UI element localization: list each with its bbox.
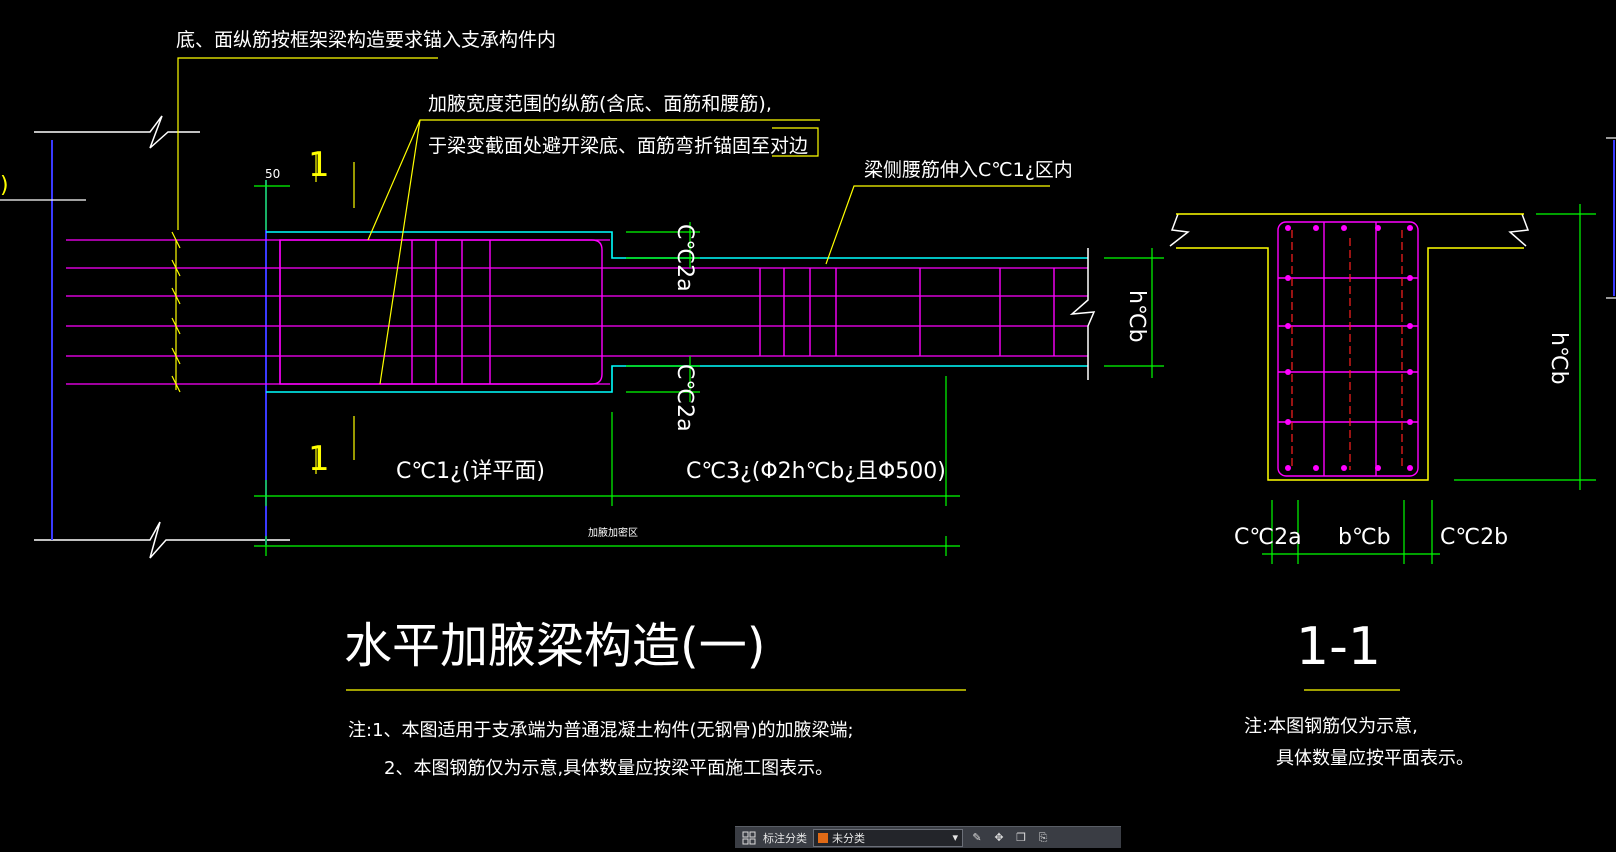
dim-c3: C℃3¿(Φ2h℃b¿且Φ500) [686, 459, 946, 484]
section-stirrups [1277, 221, 1419, 477]
section-mark-top: 1 [308, 145, 330, 185]
section-dim-c2b: C℃2b [1440, 525, 1508, 550]
annotation-haunch-line2: 于梁变截面处避开梁底、面筋弯折锚固至对边 [428, 135, 808, 157]
section-title: 1-1 [1296, 617, 1381, 677]
beam-stirrup-cage [759, 268, 1055, 356]
section-mark-bottom: 1 [308, 439, 330, 479]
support-column [34, 115, 290, 559]
note-line2: 2、本图钢筋仅为示意,具体数量应按梁平面施工图表示。 [384, 758, 833, 779]
dim-c1: C℃1¿(详平面) [396, 459, 545, 484]
section-note-line1: 注:本图钢筋仅为示意, [1244, 716, 1418, 737]
section-bars-red [1291, 230, 1403, 470]
dim-hb-right: h℃b [1124, 290, 1149, 343]
section-concrete [1176, 213, 1524, 481]
section-dim-c2a: C℃2a [1234, 525, 1302, 550]
dimension-lines [254, 180, 1164, 556]
chevron-down-icon: ▾ [952, 831, 958, 844]
dim-small-under: 加腋加密区 [588, 526, 638, 539]
left-edge-mark: ) [0, 173, 9, 198]
dim-c2a-bottom: C℃2a [672, 364, 697, 432]
dim-c2a-top: C℃2a [672, 224, 697, 292]
category-color-swatch [818, 832, 828, 843]
paste-icon[interactable]: ⎘ [1038, 830, 1048, 844]
section-outline [1169, 213, 1530, 247]
dim-50: 50 [265, 167, 280, 181]
move-icon[interactable]: ✥ [994, 831, 1004, 844]
annotation-haunch-line1: 加腋宽度范围的纵筋(含底、面筋和腰筋), [428, 93, 772, 115]
section-bar-dots [1285, 225, 1413, 471]
edit-icon[interactable]: ✎ [972, 831, 982, 844]
annotation-category-value: 未分类 [832, 831, 865, 845]
section-dim-b: b℃b [1338, 525, 1391, 550]
category-icon[interactable] [741, 830, 757, 846]
copy-icon[interactable]: ❐ [1016, 831, 1026, 844]
leader-lines [177, 57, 1050, 474]
annotation-toolbar: 标注分类 未分类 ▾ ✎ ✥ ❐ ⎘ [735, 826, 1121, 848]
annotation-category-dropdown[interactable]: 未分类 ▾ [813, 828, 963, 847]
note-line1: 注:1、本图适用于支承端为普通混凝土构件(无钢骨)的加腋梁端; [348, 720, 854, 741]
haunch-stirrup-cage [279, 239, 603, 385]
beam-outline [266, 231, 1088, 393]
annotation-category-label: 标注分类 [763, 831, 807, 845]
section-dim-hb: h℃b [1546, 332, 1571, 385]
anchored-bars [66, 239, 1088, 385]
annotation-top: 底、面纵筋按框架梁构造要求锚入支承构件内 [176, 29, 556, 51]
main-title: 水平加腋梁构造(一) [344, 618, 765, 674]
annotation-side: 梁侧腰筋伸入C℃1¿区内 [864, 159, 1073, 181]
section-note-line2: 具体数量应按平面表示。 [1276, 748, 1474, 769]
section-dim-lines [1262, 204, 1596, 564]
